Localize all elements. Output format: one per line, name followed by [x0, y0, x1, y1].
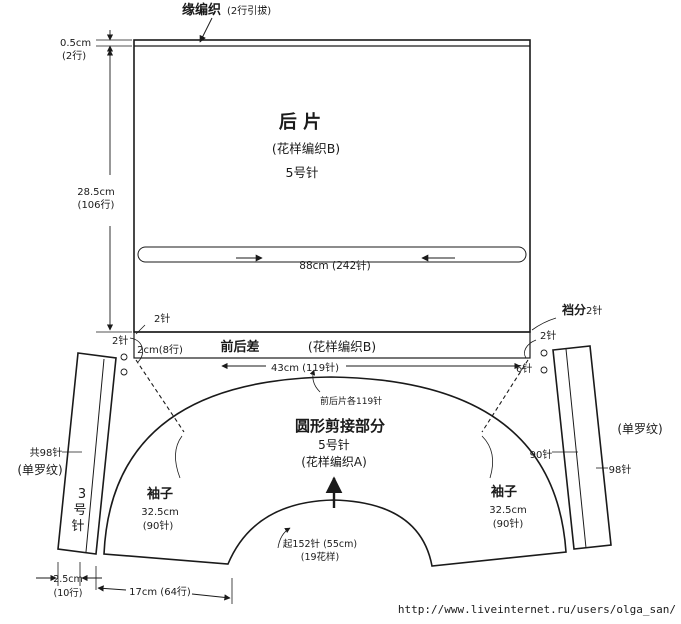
- left-ribbing-count: 共98针: [30, 446, 63, 459]
- yoke-outline: [103, 376, 567, 567]
- left-ribbing: 共98针 (单罗纹) 3 号 针: [17, 352, 117, 555]
- right-sleeve-label: 袖子 32.5cm (90针): [481, 435, 527, 530]
- yoke-repeats: (19花样): [301, 551, 340, 563]
- top-band-cm: 0.5cm: [60, 38, 91, 49]
- back-panel: 后 片 (花样编织B) 5号针 88cm (242针) 前后差 (花样编织B) …: [133, 39, 531, 359]
- height-cm: 28.5cm: [77, 187, 115, 198]
- bottom-length: 17cm (64行): [129, 585, 191, 598]
- left-sleeve-stitches: 2针: [112, 334, 128, 347]
- front-back-each-label: 前后片各119针: [320, 395, 382, 407]
- back-panel-width: 88cm (242针): [299, 259, 370, 272]
- front-width-dimension: 43cm (119针): [221, 361, 521, 374]
- back-panel-needle: 5号针: [286, 165, 319, 180]
- yoke-needle: 5号针: [318, 437, 350, 452]
- left-sleeve-title: 袖子: [147, 486, 173, 502]
- right-ribbing-98: 98针: [609, 463, 632, 476]
- left-dashed-connector: [135, 359, 185, 433]
- left-sleeve-stitches-total: (90针): [143, 519, 174, 532]
- back-panel-outline: [133, 39, 531, 333]
- left-join-marker-1: [120, 353, 128, 361]
- gusset-label: 裆分: [562, 302, 586, 317]
- left-ribbing-inner-line: [85, 358, 105, 553]
- right-ribbing: (单罗纹) 90针 98针: [530, 345, 663, 550]
- top-band-rows: (2行): [62, 49, 86, 62]
- edge-knit-callout: 缘编织 (2行引拔): [182, 2, 271, 43]
- left-needle-3: 针: [71, 519, 84, 534]
- bottom-dimensions: 2.5cm (10行) 17cm (64行): [36, 562, 233, 604]
- yoke-title: 圆形剪接部分: [295, 417, 385, 435]
- edge-knit-title: 缘编织: [182, 2, 221, 18]
- right-six-stitches: 6针: [516, 362, 532, 375]
- yoke-cast-on: 起152针 (55cm): [283, 538, 357, 550]
- gusset-stitches: 2针: [586, 304, 602, 317]
- back-panel-title: 后 片: [279, 111, 321, 133]
- left-sleeve-length: 32.5cm: [141, 507, 179, 518]
- front-pattern-label: (花样编织B): [308, 339, 376, 354]
- height-dimension: 0.5cm (2行) 28.5cm (106行): [60, 30, 132, 333]
- height-rows: (106行): [78, 198, 115, 211]
- yoke-pattern: (花样编织A): [301, 454, 367, 469]
- front-back-diff-label: 前后差: [220, 339, 259, 355]
- back-panel-pattern: (花样编织B): [272, 141, 340, 156]
- right-dashed-connector: [481, 359, 529, 433]
- left-ribbing-outline: [57, 352, 117, 555]
- left-corner-stitches: 2针: [154, 312, 170, 325]
- front-width-label: 43cm (119针): [271, 361, 339, 374]
- left-ribbing-name: (单罗纹): [17, 463, 62, 477]
- yoke-piece: 前后片各119针 圆形剪接部分 5号针 (花样编织A) 起152针 (55cm)…: [103, 369, 567, 567]
- right-join-marker-1: [540, 349, 548, 357]
- left-needle-2: 号: [73, 503, 86, 518]
- right-join-marker-2: [540, 366, 548, 374]
- width-band: [137, 246, 527, 263]
- right-ribbing-name: (单罗纹): [617, 422, 662, 436]
- right-ribbing-outline: [552, 345, 612, 550]
- right-small-stitches: 2针: [540, 329, 556, 342]
- left-join-marker-2: [120, 368, 128, 376]
- bottom-width-cm: 2.5cm: [53, 574, 83, 585]
- edge-knit-pointer: [199, 17, 213, 43]
- right-ribbing-90: 90针: [530, 448, 553, 461]
- right-sleeve-stitches-total: (90针): [493, 517, 524, 530]
- front-back-diff-strip: [133, 331, 531, 359]
- right-sleeve-title: 袖子: [491, 484, 517, 500]
- front-back-diff-size: 2cm(8行): [137, 343, 183, 356]
- bottom-width-rows: (10行): [53, 587, 82, 599]
- right-ribbing-inner-line: [565, 348, 587, 549]
- left-sleeve-label: 袖子 32.5cm (90针): [141, 435, 183, 532]
- watermark-url: http://www.liveinternet.ru/users/olga_sa…: [398, 603, 676, 616]
- edge-knit-rows: (2行引拔): [227, 4, 271, 17]
- corner-labels: 2针 2针 裆分 2针 2针 6针: [112, 302, 602, 376]
- right-sleeve-length: 32.5cm: [489, 505, 527, 516]
- left-needle-1: 3: [78, 487, 86, 502]
